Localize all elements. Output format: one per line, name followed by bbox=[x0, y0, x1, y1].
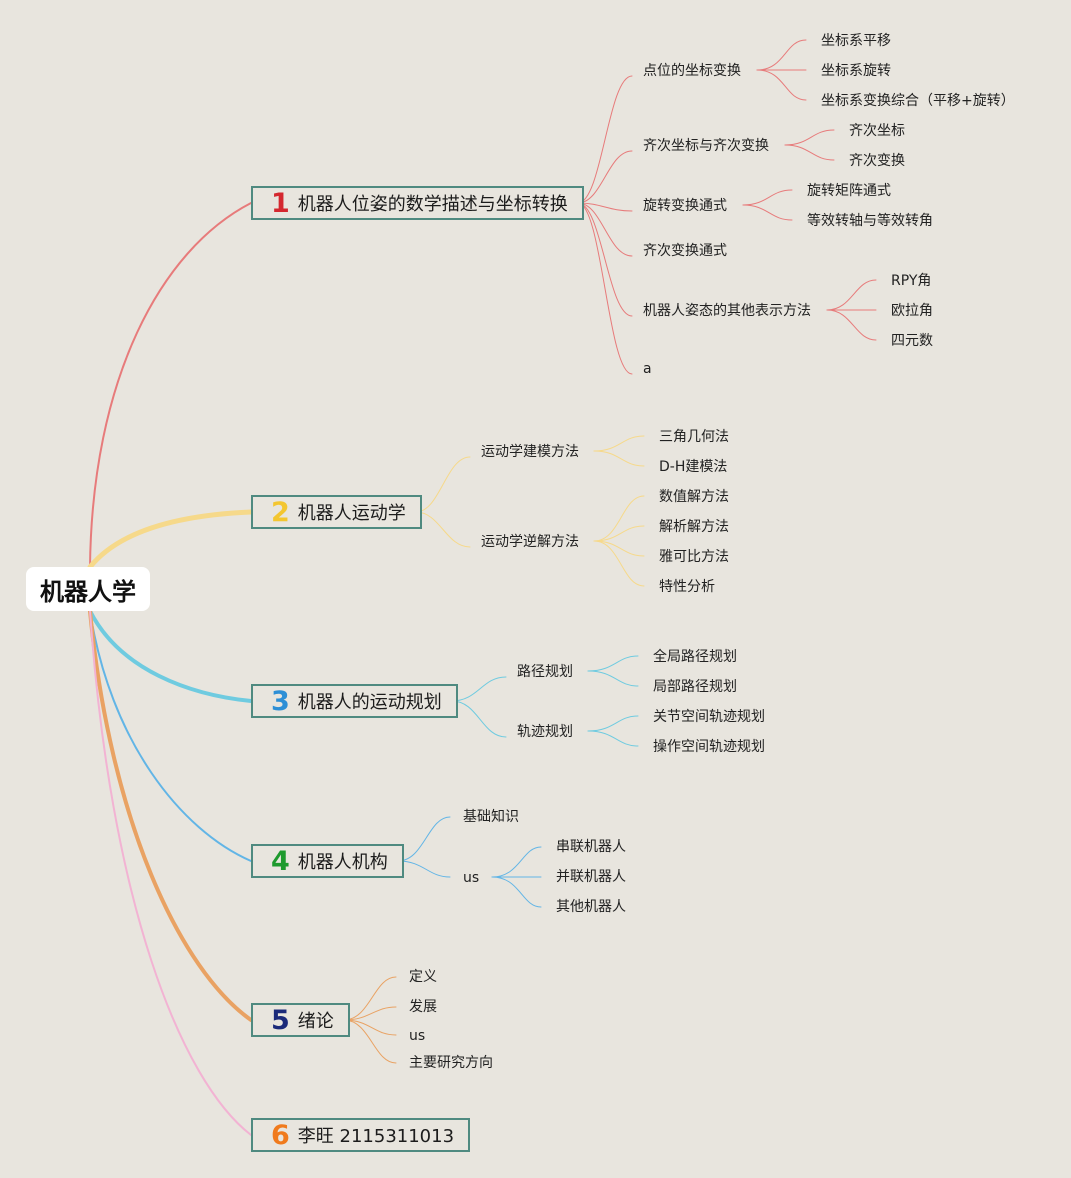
leaf-topic[interactable]: 操作空间轨迹规划 bbox=[653, 739, 765, 755]
branch-topic-3[interactable]: 3 机器人的运动规划 bbox=[251, 684, 458, 718]
subtopic-basics[interactable]: 基础知识 bbox=[463, 809, 519, 825]
connector-root-b6 bbox=[89, 610, 252, 1136]
subtopic-homogeneous-formula[interactable]: 齐次变换通式 bbox=[643, 243, 727, 259]
connector-root-b5 bbox=[88, 609, 253, 1022]
leaf-topic[interactable]: 数值解方法 bbox=[659, 489, 729, 505]
subtopic-a[interactable]: a bbox=[643, 361, 652, 377]
subtopic-us[interactable]: us bbox=[409, 1028, 426, 1044]
leaf-topic[interactable]: 全局路径规划 bbox=[653, 649, 737, 665]
branch-label: 机器人位姿的数学描述与坐标转换 bbox=[297, 194, 568, 215]
number-1-icon: 1 bbox=[271, 187, 290, 219]
leaf-topic[interactable]: 欧拉角 bbox=[891, 303, 933, 319]
connector-root-b4 bbox=[89, 610, 252, 862]
leaf-topic[interactable]: 坐标系平移 bbox=[821, 33, 891, 49]
subtopic-research-directions[interactable]: 主要研究方向 bbox=[409, 1055, 493, 1071]
number-4-icon: 4 bbox=[271, 845, 290, 877]
subtopic-definition[interactable]: 定义 bbox=[409, 969, 437, 985]
leaf-topic[interactable]: RPY角 bbox=[891, 273, 932, 289]
subtopic-point-transform[interactable]: 点位的坐标变换 bbox=[643, 63, 741, 79]
leaf-topic[interactable]: 并联机器人 bbox=[556, 869, 626, 885]
subtopic-inverse-kinematics[interactable]: 运动学逆解方法 bbox=[481, 534, 579, 550]
leaf-topic[interactable]: 齐次坐标 bbox=[849, 123, 905, 139]
subtopic-trajectory-planning[interactable]: 轨迹规划 bbox=[517, 724, 573, 740]
leaf-topic[interactable]: D-H建模法 bbox=[659, 459, 728, 475]
subtopic-us[interactable]: us bbox=[463, 870, 480, 886]
number-3-icon: 3 bbox=[271, 685, 290, 717]
branch-topic-6[interactable]: 6 李旺 2115311013 bbox=[251, 1118, 471, 1152]
leaf-topic[interactable]: 雅可比方法 bbox=[659, 549, 729, 565]
branch-topic-5[interactable]: 5 绪论 bbox=[251, 1003, 350, 1037]
number-2-icon: 2 bbox=[271, 496, 290, 528]
leaf-topic[interactable]: 坐标系旋转 bbox=[821, 63, 891, 79]
connector-root-b1 bbox=[89, 202, 252, 568]
branch-topic-2[interactable]: 2 机器人运动学 bbox=[251, 495, 422, 529]
number-5-icon: 5 bbox=[271, 1004, 290, 1036]
leaf-topic[interactable]: 坐标系变换综合（平移+旋转） bbox=[821, 93, 1015, 109]
leaf-topic[interactable]: 四元数 bbox=[891, 333, 933, 349]
subtopic-homogeneous[interactable]: 齐次坐标与齐次变换 bbox=[643, 138, 769, 154]
branch-label: 机器人机构 bbox=[297, 852, 388, 873]
leaf-topic[interactable]: 三角几何法 bbox=[659, 429, 729, 445]
leaf-topic[interactable]: 旋转矩阵通式 bbox=[807, 183, 891, 199]
subtopic-kinematic-modeling[interactable]: 运动学建模方法 bbox=[481, 444, 579, 460]
subtopic-development[interactable]: 发展 bbox=[409, 999, 437, 1015]
branch-label: 李旺 2115311013 bbox=[297, 1126, 455, 1147]
leaf-topic[interactable]: 其他机器人 bbox=[556, 899, 626, 915]
leaf-topic[interactable]: 局部路径规划 bbox=[653, 679, 737, 695]
leaf-topic[interactable]: 等效转轴与等效转角 bbox=[807, 213, 933, 229]
subtopic-rotation-formula[interactable]: 旋转变换通式 bbox=[643, 198, 727, 214]
leaf-topic[interactable]: 串联机器人 bbox=[556, 839, 626, 855]
leaf-topic[interactable]: 解析解方法 bbox=[659, 519, 729, 535]
root-topic[interactable]: 机器人学 bbox=[26, 567, 150, 611]
branch-topic-1[interactable]: 1 机器人位姿的数学描述与坐标转换 bbox=[251, 186, 584, 220]
subtopic-orientation-methods[interactable]: 机器人姿态的其他表示方法 bbox=[643, 303, 811, 319]
branch-label: 机器人的运动规划 bbox=[297, 692, 442, 713]
branch-label: 绪论 bbox=[297, 1011, 334, 1032]
branch-label: 机器人运动学 bbox=[297, 503, 406, 524]
connector-root-b2 bbox=[87, 509, 254, 570]
connector-root-b3 bbox=[88, 609, 253, 703]
leaf-topic[interactable]: 关节空间轨迹规划 bbox=[653, 709, 765, 725]
leaf-topic[interactable]: 特性分析 bbox=[659, 579, 715, 595]
subtopic-path-planning[interactable]: 路径规划 bbox=[517, 664, 573, 680]
branch-topic-4[interactable]: 4 机器人机构 bbox=[251, 844, 404, 878]
number-6-icon: 6 bbox=[271, 1119, 290, 1151]
leaf-topic[interactable]: 齐次变换 bbox=[849, 153, 905, 169]
